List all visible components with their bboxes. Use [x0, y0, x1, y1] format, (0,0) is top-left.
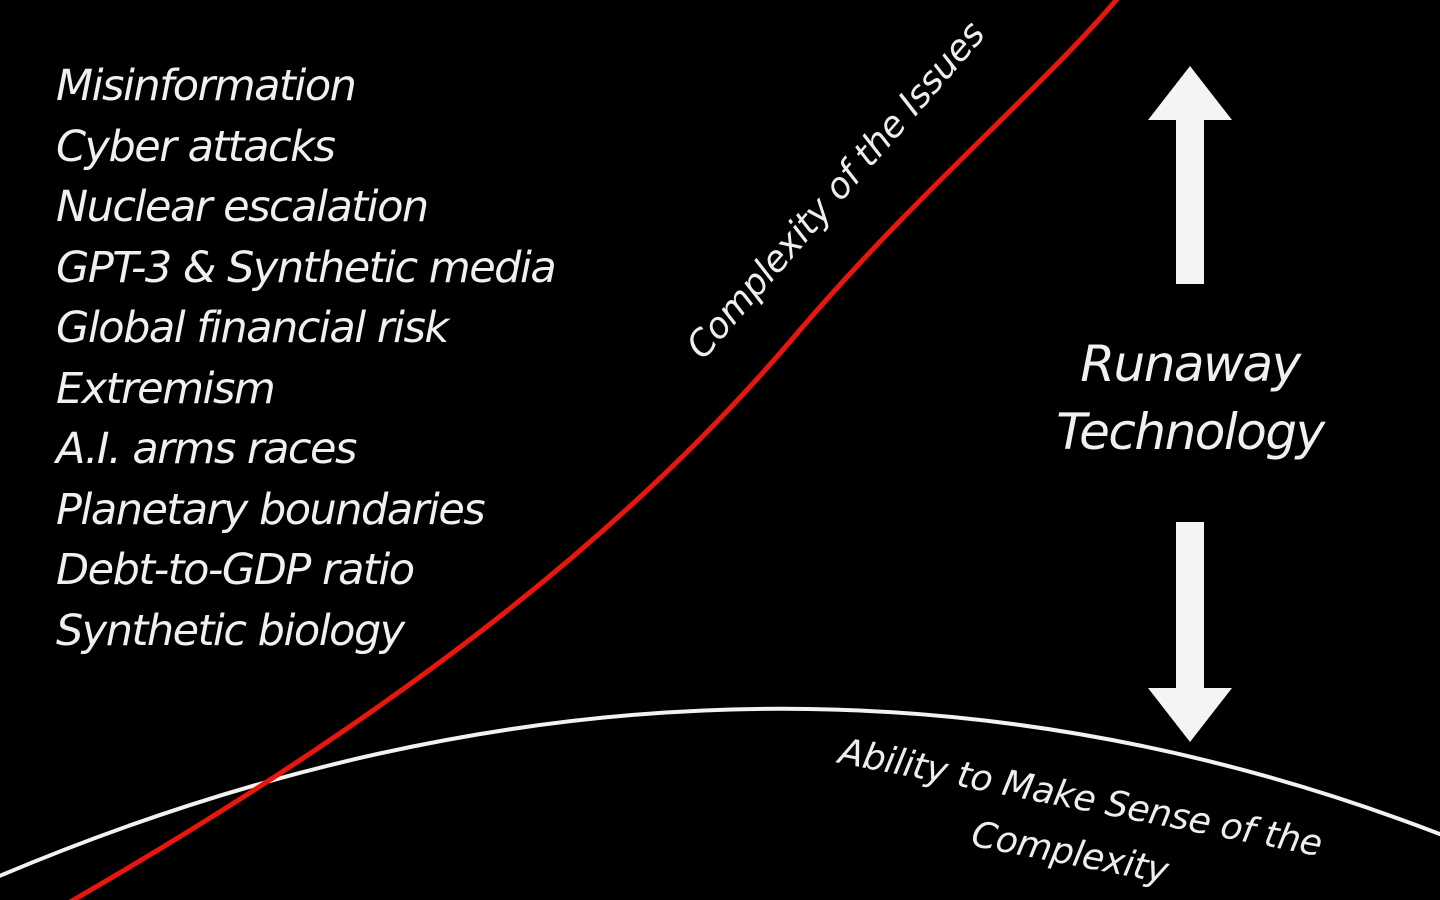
complexity-curve	[68, 0, 1120, 900]
issue-item: Global financial risk	[56, 303, 449, 353]
runaway-line1: Runaway	[1080, 335, 1301, 393]
runaway-line2: Technology	[1056, 403, 1325, 461]
issues-list: Misinformation Cyber attacks Nuclear esc…	[56, 56, 557, 661]
ability-curve	[0, 706, 1440, 878]
down-arrow-icon	[1148, 522, 1232, 742]
issue-item: Synthetic biology	[56, 605, 405, 656]
runaway-technology-label: Runaway Technology	[1040, 330, 1340, 466]
issue-item: Cyber attacks	[56, 121, 336, 172]
issue-item: Extremism	[56, 363, 276, 414]
issue-item: Planetary boundaries	[56, 484, 486, 535]
issue-item: Debt-to-GDP ratio	[56, 545, 415, 595]
issue-item: GPT-3 & Synthetic media	[56, 242, 557, 293]
up-arrow-icon	[1148, 66, 1232, 284]
issue-item: A.I. arms races	[56, 424, 357, 474]
issue-item: Nuclear escalation	[56, 182, 429, 232]
issue-item: Misinformation	[56, 61, 357, 111]
